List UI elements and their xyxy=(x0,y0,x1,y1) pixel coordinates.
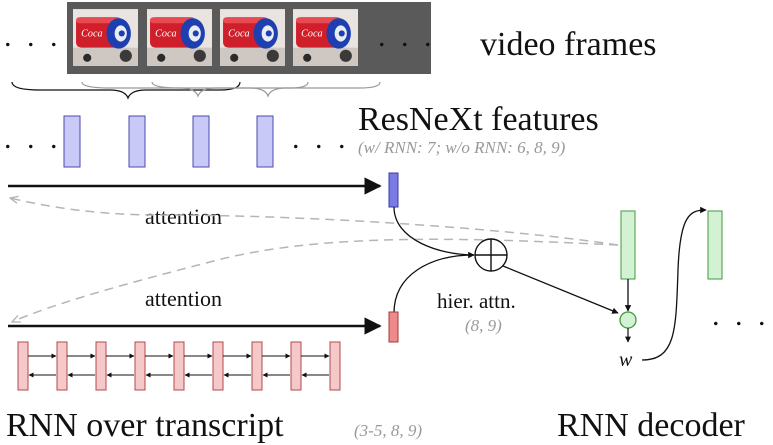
resnext-feature-3 xyxy=(192,115,210,168)
features-ellipsis-right: . . . xyxy=(292,122,350,155)
resnext-features-row: . . . . . . xyxy=(4,115,350,168)
decoder-state-2 xyxy=(707,210,723,280)
dashed-query-arrow-visual xyxy=(10,198,619,246)
video-frame-1 xyxy=(73,9,138,66)
output-node xyxy=(619,311,637,329)
transcript-state-5 xyxy=(173,341,185,391)
visual-to-combine-arrow xyxy=(393,206,475,259)
rnn-decoder-label: RNN decoder xyxy=(557,407,746,444)
features-ellipsis-left: . . . xyxy=(4,122,62,155)
resnext-feature-2 xyxy=(128,115,146,168)
video-frame-4 xyxy=(293,9,358,66)
hier-attn-note: (8, 9) xyxy=(465,316,502,335)
video-frames-strip xyxy=(67,2,431,74)
transcript-state-8 xyxy=(290,341,302,391)
rnn-transcript-label: RNN over transcript xyxy=(6,407,284,444)
combine-to-output-arrow xyxy=(502,265,619,314)
frame-group-brace-1 xyxy=(11,81,241,100)
transcript-state-9 xyxy=(329,341,341,391)
video-frames-label: video frames xyxy=(480,26,657,63)
output-word-w: w xyxy=(619,349,633,371)
transcript-state-3 xyxy=(95,341,107,391)
resnext-note: (w/ RNN: 7; w/o RNN: 6, 8, 9) xyxy=(358,138,566,157)
circled-plus-icon xyxy=(474,238,508,272)
decoder-state-1 xyxy=(620,210,636,280)
video-frame-3 xyxy=(220,9,285,66)
transcript-state-2 xyxy=(56,341,68,391)
attended-visual-feature xyxy=(388,172,399,208)
frame-group-brace-2 xyxy=(81,81,381,98)
transcript-state-1 xyxy=(17,341,29,391)
transcript-state-6 xyxy=(212,341,224,391)
frames-ellipsis-right: . . . xyxy=(378,20,436,53)
resnext-label: ResNeXt features xyxy=(358,101,599,138)
transcript-to-combine-line xyxy=(393,254,475,314)
transcript-rnn xyxy=(17,341,341,391)
rnn-decoder: w . . . xyxy=(619,206,770,371)
frames-ellipsis-left: . . . xyxy=(4,20,62,53)
word-feedback-arrow xyxy=(641,206,707,361)
transcript-note: (3-5, 8, 9) xyxy=(354,421,422,440)
transcript-state-7 xyxy=(251,341,263,391)
resnext-feature-1 xyxy=(63,115,81,168)
decoder-ellipsis: . . . xyxy=(712,299,770,332)
hier-attn-label: hier. attn. xyxy=(437,289,516,313)
attention-label-top: attention xyxy=(145,204,222,229)
attended-transcript-state xyxy=(388,311,399,343)
attention-label-bottom: attention xyxy=(145,286,222,311)
transcript-state-4 xyxy=(134,341,146,391)
video-frame-2 xyxy=(147,9,212,66)
dashed-query-arrow-transcript xyxy=(12,238,619,323)
resnext-feature-4 xyxy=(256,115,274,168)
